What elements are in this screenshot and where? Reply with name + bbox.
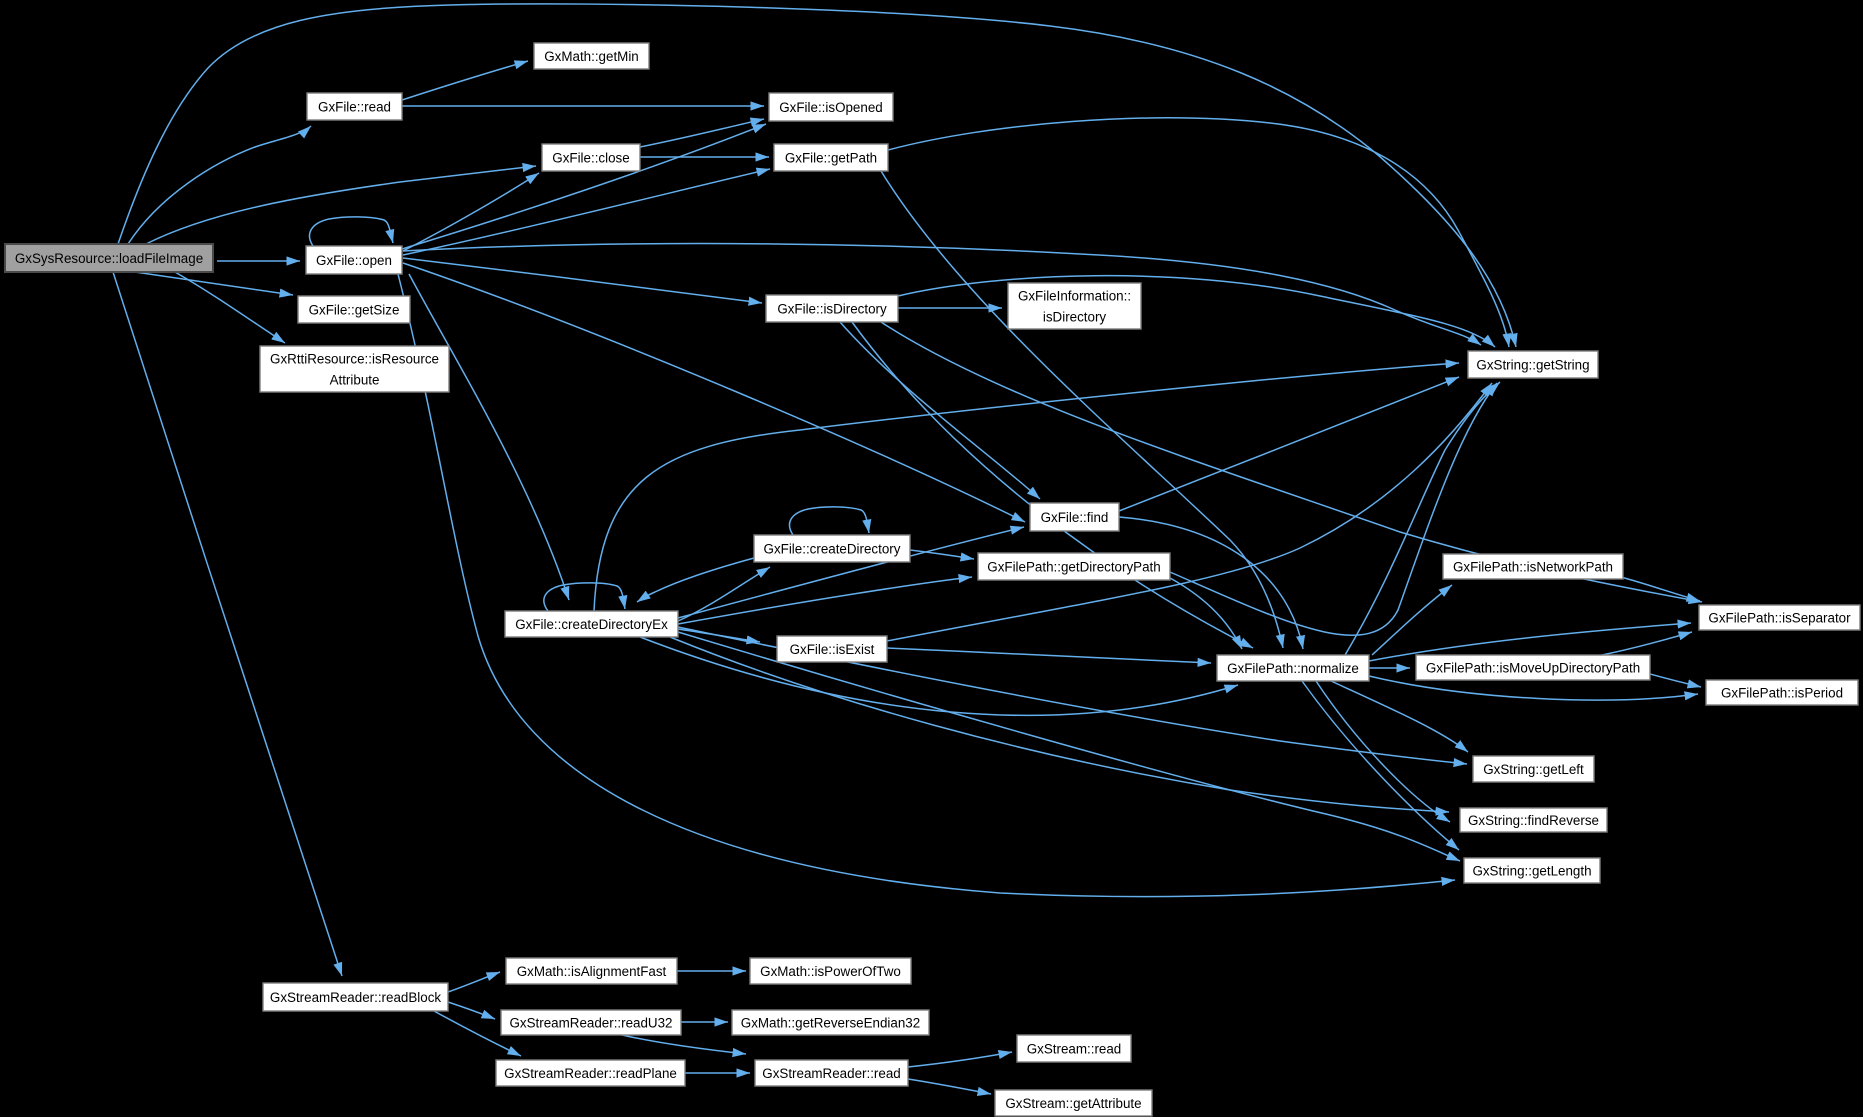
svg-text:GxFilePath::isMoveUpDirectoryP: GxFilePath::isMoveUpDirectoryPath	[1426, 660, 1640, 675]
svg-text:GxFile::getSize: GxFile::getSize	[309, 302, 400, 317]
svg-text:GxFile::find: GxFile::find	[1041, 510, 1109, 525]
svg-text:GxFile::isExist: GxFile::isExist	[790, 642, 875, 657]
svg-text:GxString::getLength: GxString::getLength	[1472, 863, 1591, 878]
svg-text:GxFilePath::isPeriod: GxFilePath::isPeriod	[1721, 685, 1843, 700]
svg-text:GxFilePath::normalize: GxFilePath::normalize	[1227, 661, 1359, 676]
svg-text:Attribute: Attribute	[330, 372, 380, 387]
svg-text:GxString::getString: GxString::getString	[1476, 357, 1589, 372]
svg-text:GxFile::read: GxFile::read	[318, 99, 391, 114]
svg-text:GxMath::isAlignmentFast: GxMath::isAlignmentFast	[517, 964, 667, 979]
svg-text:GxStreamReader::readBlock: GxStreamReader::readBlock	[270, 990, 441, 1005]
svg-text:GxStreamReader::read: GxStreamReader::read	[762, 1066, 900, 1081]
svg-text:GxStream::read: GxStream::read	[1027, 1041, 1122, 1056]
svg-text:GxStreamReader::readPlane: GxStreamReader::readPlane	[504, 1066, 677, 1081]
svg-text:GxMath::isPowerOfTwo: GxMath::isPowerOfTwo	[760, 964, 901, 979]
svg-text:GxMath::getReverseEndian32: GxMath::getReverseEndian32	[741, 1015, 920, 1030]
svg-text:GxFile::close: GxFile::close	[552, 150, 629, 165]
svg-text:GxFile::open: GxFile::open	[316, 253, 392, 268]
svg-text:GxString::findReverse: GxString::findReverse	[1468, 813, 1599, 828]
svg-text:GxFileInformation::: GxFileInformation::	[1018, 288, 1131, 303]
svg-text:GxFile::createDirectoryEx: GxFile::createDirectoryEx	[515, 617, 668, 632]
svg-text:GxFile::isOpened: GxFile::isOpened	[779, 100, 882, 115]
svg-text:GxFilePath::isSeparator: GxFilePath::isSeparator	[1708, 610, 1851, 625]
svg-text:GxFile::createDirectory: GxFile::createDirectory	[764, 541, 901, 556]
svg-text:GxFilePath::isNetworkPath: GxFilePath::isNetworkPath	[1453, 559, 1613, 574]
svg-text:GxSysResource::loadFileImage: GxSysResource::loadFileImage	[15, 251, 203, 266]
svg-text:GxMath::getMin: GxMath::getMin	[544, 49, 639, 64]
svg-text:GxRttiResource::isResource: GxRttiResource::isResource	[270, 351, 439, 366]
svg-text:GxFile::getPath: GxFile::getPath	[785, 150, 877, 165]
svg-text:GxFile::isDirectory: GxFile::isDirectory	[777, 301, 887, 316]
svg-text:GxStreamReader::readU32: GxStreamReader::readU32	[510, 1015, 673, 1030]
svg-text:GxFilePath::getDirectoryPath: GxFilePath::getDirectoryPath	[987, 559, 1160, 574]
svg-text:GxStream::getAttribute: GxStream::getAttribute	[1005, 1096, 1141, 1111]
svg-text:GxString::getLeft: GxString::getLeft	[1483, 762, 1584, 777]
svg-text:isDirectory: isDirectory	[1043, 309, 1107, 324]
